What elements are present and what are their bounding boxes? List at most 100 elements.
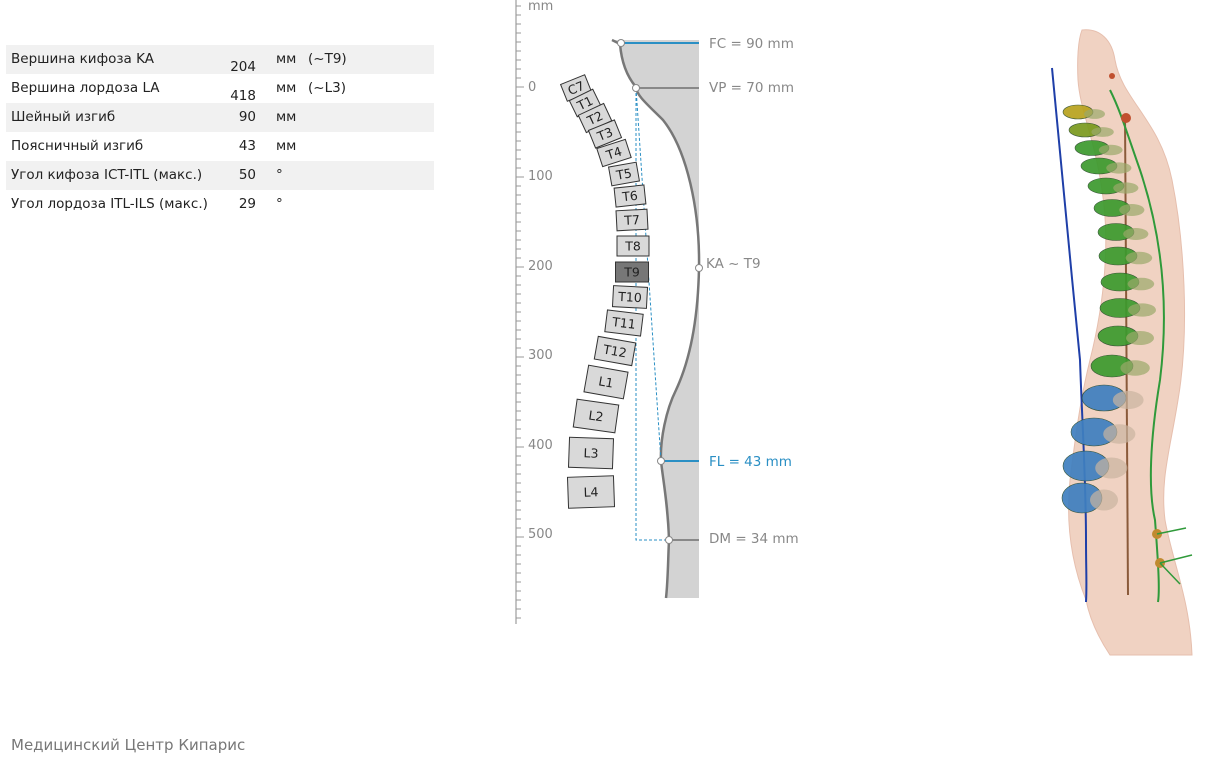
vertebra-label: T11 <box>610 314 636 332</box>
vertebra-t1: T1 <box>568 88 602 118</box>
measurement-label: Угол кифоза ICT-ITL (макс.) <box>11 167 203 183</box>
bone-process <box>1103 424 1136 444</box>
bone-process <box>1127 277 1155 291</box>
ruler-label-0: 0 <box>528 80 536 95</box>
measurement-unit: мм <box>276 51 297 67</box>
fc-label: FC = 90 mm <box>709 36 794 52</box>
vertebra-label: T9 <box>623 265 640 280</box>
bone-process <box>1119 204 1145 216</box>
vertebra-t6: T6 <box>613 184 647 208</box>
back-profile-line <box>611 38 701 599</box>
vertebra-t10: T10 <box>611 285 649 309</box>
vertebra-label: T5 <box>614 165 633 183</box>
measurement-unit: мм <box>276 80 297 96</box>
vertebra-body <box>567 436 615 470</box>
vertebra-body <box>613 184 647 208</box>
footer-clinic-name: Медицинский Центр Кипарис <box>11 736 246 754</box>
measurement-label: Поясничный изгиб <box>11 138 144 154</box>
vertebra-t11: T11 <box>604 309 644 337</box>
fl-label: FL = 43 mm <box>709 454 792 470</box>
ruler-label-400: 400 <box>528 438 553 453</box>
vertebra-t8: T8 <box>616 235 650 257</box>
bone-process <box>1095 457 1128 479</box>
ruler-ticks <box>516 5 524 619</box>
vertebra-body <box>572 398 620 434</box>
vertebra-l3: L3 <box>567 436 615 470</box>
measurement-label: Вершина кифоза KA <box>11 51 154 67</box>
bone-process <box>1123 228 1149 240</box>
plumb-line-blue <box>1051 67 1088 603</box>
ka-label: KA ~ T9 <box>706 256 761 272</box>
measurement-value: 29 <box>238 196 256 212</box>
bone-process <box>1098 144 1123 156</box>
vertebra-label: T8 <box>624 239 641 254</box>
vertebra-t3: T3 <box>587 119 623 149</box>
vertebra-label: T7 <box>623 212 640 228</box>
measurement-row: Угол лордоза ITL-ILS (макс.) 29 ° <box>6 190 434 219</box>
bone-process <box>1126 331 1154 345</box>
vertebra-body <box>611 285 649 309</box>
vertebra-label: T2 <box>584 108 605 129</box>
vertebra-l1: L1 <box>583 364 629 400</box>
dm-label: DM = 34 mm <box>709 531 799 547</box>
vertebra-l2: L2 <box>572 398 620 434</box>
bone-process <box>1113 182 1139 194</box>
vertebra-label: T1 <box>574 93 595 114</box>
ka-point <box>695 264 703 272</box>
measurement-label: Шейный изгиб <box>11 109 116 125</box>
spine-curve-green <box>1109 89 1165 603</box>
ruler-unit: mm <box>528 0 553 14</box>
measurement-value: 204 <box>230 59 256 75</box>
vertebra-body <box>587 119 623 149</box>
vertebra-label: T4 <box>603 143 623 162</box>
measurement-unit: ° <box>276 167 283 183</box>
fc-point <box>617 39 625 47</box>
measurement-row: Поясничный изгиб 43 мм <box>6 132 434 161</box>
vertebra-stack <box>1061 104 1156 514</box>
vertebra-t12: T12 <box>593 335 637 367</box>
vertebra-t4: T4 <box>596 138 632 168</box>
dm-point <box>665 536 673 544</box>
ruler-label-200: 200 <box>528 259 553 274</box>
vertebra-label: T3 <box>594 124 615 144</box>
vertebra-label: L4 <box>583 484 598 500</box>
measurement-row: Угол кифоза ICT-ITL (макс.)50° <box>6 161 434 190</box>
vertebra-body <box>593 335 637 367</box>
measurement-unit: ° <box>276 196 283 212</box>
vertebra-label: L2 <box>588 408 605 425</box>
vertebra-l4: L4 <box>566 475 616 509</box>
vertebra-body <box>566 475 616 509</box>
vertebra-label: L3 <box>583 445 598 461</box>
measurement-label: Вершина лордоза LA <box>11 80 160 96</box>
bone-process <box>1084 109 1105 119</box>
vertebra-body <box>583 364 629 400</box>
measurement-value: 418 <box>230 88 256 104</box>
vertebra-body <box>615 208 649 232</box>
vertebra-body <box>596 138 632 168</box>
measurement-value: 90 <box>238 109 256 125</box>
measurement-unit: мм <box>276 138 297 154</box>
bone-process <box>1112 390 1144 410</box>
vertebra-label: T12 <box>601 341 628 360</box>
bone-process <box>1091 127 1114 137</box>
axis-arrow-2 <box>1159 554 1193 564</box>
vertebra-label: T6 <box>620 188 638 205</box>
measurement-value: 43 <box>238 138 256 154</box>
bone-process <box>1090 489 1118 511</box>
ruler-label-300: 300 <box>528 348 553 363</box>
ruler: mm 0 100 200 300 400 500 <box>515 0 553 624</box>
vertebra-label: L1 <box>597 373 614 390</box>
measurement-label: Угол лордоза ITL-ILS (макс.) <box>11 196 208 212</box>
vertebra-body <box>607 161 641 187</box>
vertebra-c7: C7 <box>559 74 593 102</box>
vertebra-body <box>616 235 650 257</box>
apex-marker-upper <box>1109 73 1115 79</box>
apex-marker-top <box>1121 113 1131 123</box>
bone-process <box>1106 162 1132 174</box>
